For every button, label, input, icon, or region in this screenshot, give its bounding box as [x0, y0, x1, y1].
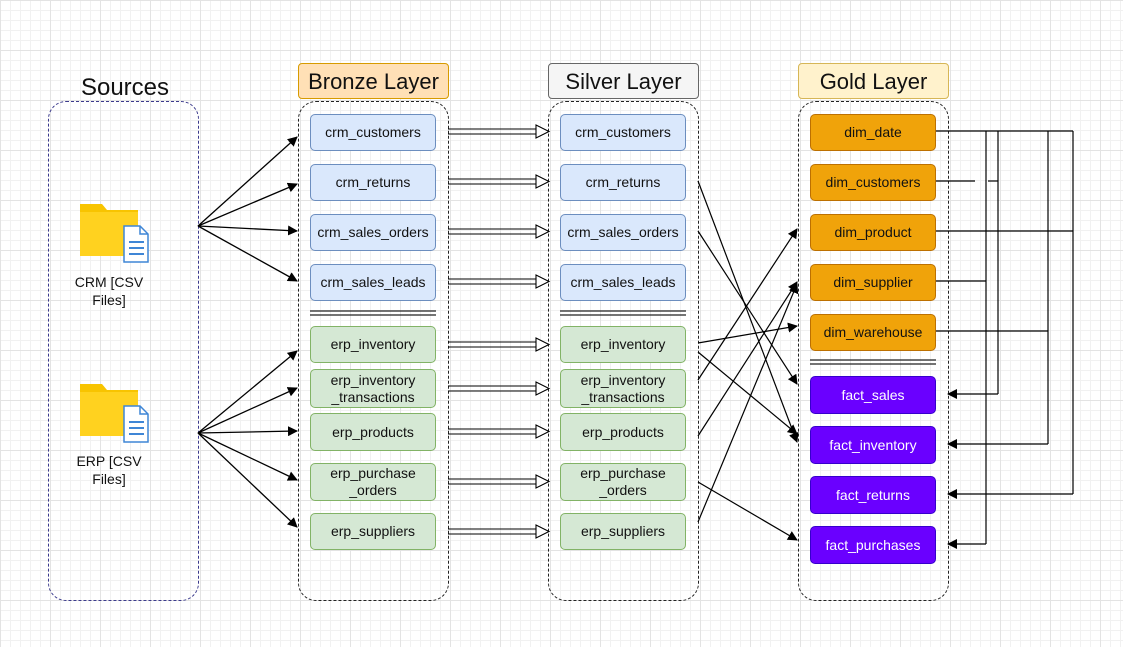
- silver-erp-inventory[interactable]: erp_inventory: [560, 326, 686, 363]
- silver-crm-sales-orders[interactable]: crm_sales_orders: [560, 214, 686, 251]
- gold-fact-sales[interactable]: fact_sales: [810, 376, 936, 414]
- bronze-erp-purchase-orders[interactable]: erp_purchase _orders: [310, 463, 436, 501]
- gold-dim-warehouse[interactable]: dim_warehouse: [810, 314, 936, 351]
- bronze-to-silver-arrows: [448, 124, 551, 539]
- gold-fact-purchases[interactable]: fact_purchases: [810, 526, 936, 564]
- sources-title: Sources: [80, 74, 170, 101]
- gold-dim-product[interactable]: dim_product: [810, 214, 936, 251]
- gold-fact-returns[interactable]: fact_returns: [810, 476, 936, 514]
- bronze-erp-inventory[interactable]: erp_inventory: [310, 326, 436, 363]
- bronze-erp-inventory-transactions[interactable]: erp_inventory _transactions: [310, 369, 436, 408]
- silver-erp-suppliers[interactable]: erp_suppliers: [560, 513, 686, 550]
- silver-crm-returns[interactable]: crm_returns: [560, 164, 686, 201]
- bronze-crm-sales-leads[interactable]: crm_sales_leads: [310, 264, 436, 301]
- bronze-crm-sales-orders[interactable]: crm_sales_orders: [310, 214, 436, 251]
- silver-erp-inventory-transactions[interactable]: erp_inventory _transactions: [560, 369, 686, 408]
- crm-folder-icon[interactable]: [78, 198, 154, 264]
- layer-separators: [310, 310, 936, 365]
- crm-source-caption: CRM [CSV Files]: [74, 274, 144, 308]
- gold-dim-date[interactable]: dim_date: [810, 114, 936, 151]
- bronze-erp-products[interactable]: erp_products: [310, 413, 436, 451]
- silver-crm-sales-leads[interactable]: crm_sales_leads: [560, 264, 686, 301]
- silver-layer-container: [548, 101, 699, 601]
- silver-crm-customers[interactable]: crm_customers: [560, 114, 686, 151]
- bronze-crm-customers[interactable]: crm_customers: [310, 114, 436, 151]
- silver-to-gold-arrows: [697, 180, 799, 541]
- dim-to-fact-connectors: [936, 130, 1074, 549]
- bronze-layer-title: Bronze Layer: [298, 63, 449, 99]
- gold-layer-title: Gold Layer: [798, 63, 949, 99]
- gold-fact-inventory[interactable]: fact_inventory: [810, 426, 936, 464]
- bronze-crm-returns[interactable]: crm_returns: [310, 164, 436, 201]
- silver-layer-title: Silver Layer: [548, 63, 699, 99]
- gold-layer-container: [798, 101, 949, 601]
- silver-erp-purchase-orders[interactable]: erp_purchase _orders: [560, 463, 686, 501]
- gold-dim-customers[interactable]: dim_customers: [810, 164, 936, 201]
- bronze-erp-suppliers[interactable]: erp_suppliers: [310, 513, 436, 550]
- gold-dim-supplier[interactable]: dim_supplier: [810, 264, 936, 301]
- bronze-layer-container: [298, 101, 449, 601]
- erp-source-caption: ERP [CSV Files]: [76, 453, 142, 487]
- sources-container: [48, 101, 199, 601]
- source-arrows: [197, 136, 298, 528]
- erp-folder-icon[interactable]: [78, 378, 154, 444]
- silver-erp-products[interactable]: erp_products: [560, 413, 686, 451]
